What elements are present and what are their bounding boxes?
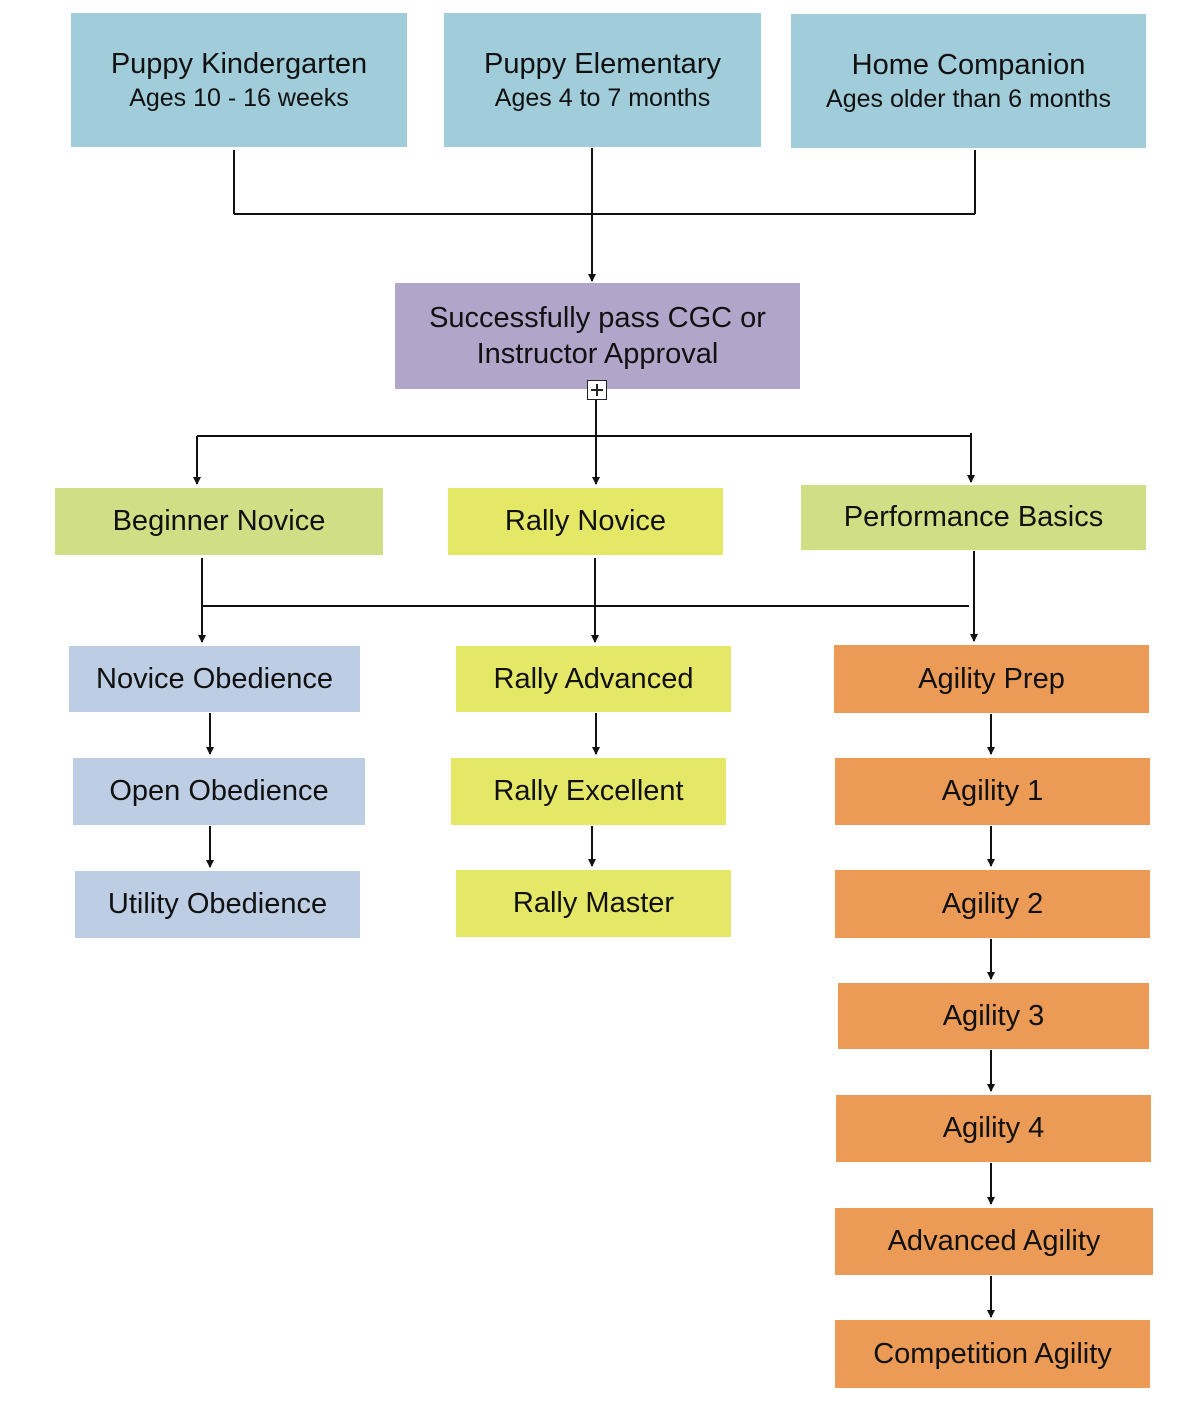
node-subtitle: Ages 4 to 7 months	[494, 83, 711, 112]
node-performance-basics: Performance Basics	[801, 485, 1146, 550]
node-title: Home Companion	[851, 48, 1086, 81]
node-title-line2: Instructor Approval	[476, 338, 719, 370]
node-label: Beginner Novice	[112, 505, 326, 538]
node-puppy-kindergarten: Puppy Kindergarten Ages 10 - 16 weeks	[71, 13, 407, 147]
node-agility-2: Agility 2	[835, 870, 1150, 938]
node-agility-1: Agility 1	[835, 758, 1150, 825]
node-label: Rally Advanced	[493, 662, 694, 695]
node-open-obedience: Open Obedience	[73, 758, 365, 825]
node-label: Rally Master	[512, 887, 675, 920]
node-label: Agility 3	[942, 999, 1045, 1032]
node-label: Competition Agility	[873, 1337, 1112, 1370]
node-cgc-approval: Successfully pass CGC or Instructor Appr…	[395, 283, 800, 389]
node-label: Novice Obedience	[96, 662, 333, 695]
node-label: Utility Obedience	[107, 888, 328, 921]
node-utility-obedience: Utility Obedience	[75, 871, 360, 938]
node-beginner-novice: Beginner Novice	[55, 488, 383, 555]
node-agility-4: Agility 4	[836, 1095, 1151, 1162]
node-title: Puppy Kindergarten	[110, 47, 368, 80]
node-label: Advanced Agility	[887, 1225, 1101, 1258]
node-novice-obedience: Novice Obedience	[69, 646, 360, 712]
node-subtitle: Ages 10 - 16 weeks	[129, 83, 349, 112]
node-competition-agility: Competition Agility	[835, 1320, 1150, 1388]
node-label: Agility Prep	[918, 662, 1065, 695]
node-label: Agility 1	[941, 775, 1044, 808]
node-subtitle: Ages older than 6 months	[826, 84, 1111, 113]
node-label: Open Obedience	[109, 775, 329, 808]
node-label: Performance Basics	[843, 501, 1104, 534]
node-agility-prep: Agility Prep	[834, 645, 1149, 713]
node-label: Agility 2	[941, 887, 1044, 920]
node-advanced-agility: Advanced Agility	[835, 1208, 1153, 1275]
node-rally-novice: Rally Novice	[448, 488, 723, 555]
node-agility-3: Agility 3	[838, 983, 1149, 1049]
node-home-companion: Home Companion Ages older than 6 months	[791, 14, 1146, 148]
node-puppy-elementary: Puppy Elementary Ages 4 to 7 months	[444, 13, 761, 147]
node-label: Agility 4	[942, 1112, 1045, 1145]
node-label: Rally Novice	[504, 505, 667, 538]
node-label: Rally Excellent	[493, 775, 684, 808]
node-title-line1: Successfully pass CGC or	[429, 301, 766, 334]
node-rally-master: Rally Master	[456, 870, 731, 937]
expand-toggle-icon[interactable]	[587, 380, 607, 400]
node-rally-advanced: Rally Advanced	[456, 646, 731, 712]
node-rally-excellent: Rally Excellent	[451, 758, 726, 825]
node-title: Puppy Elementary	[484, 47, 721, 80]
